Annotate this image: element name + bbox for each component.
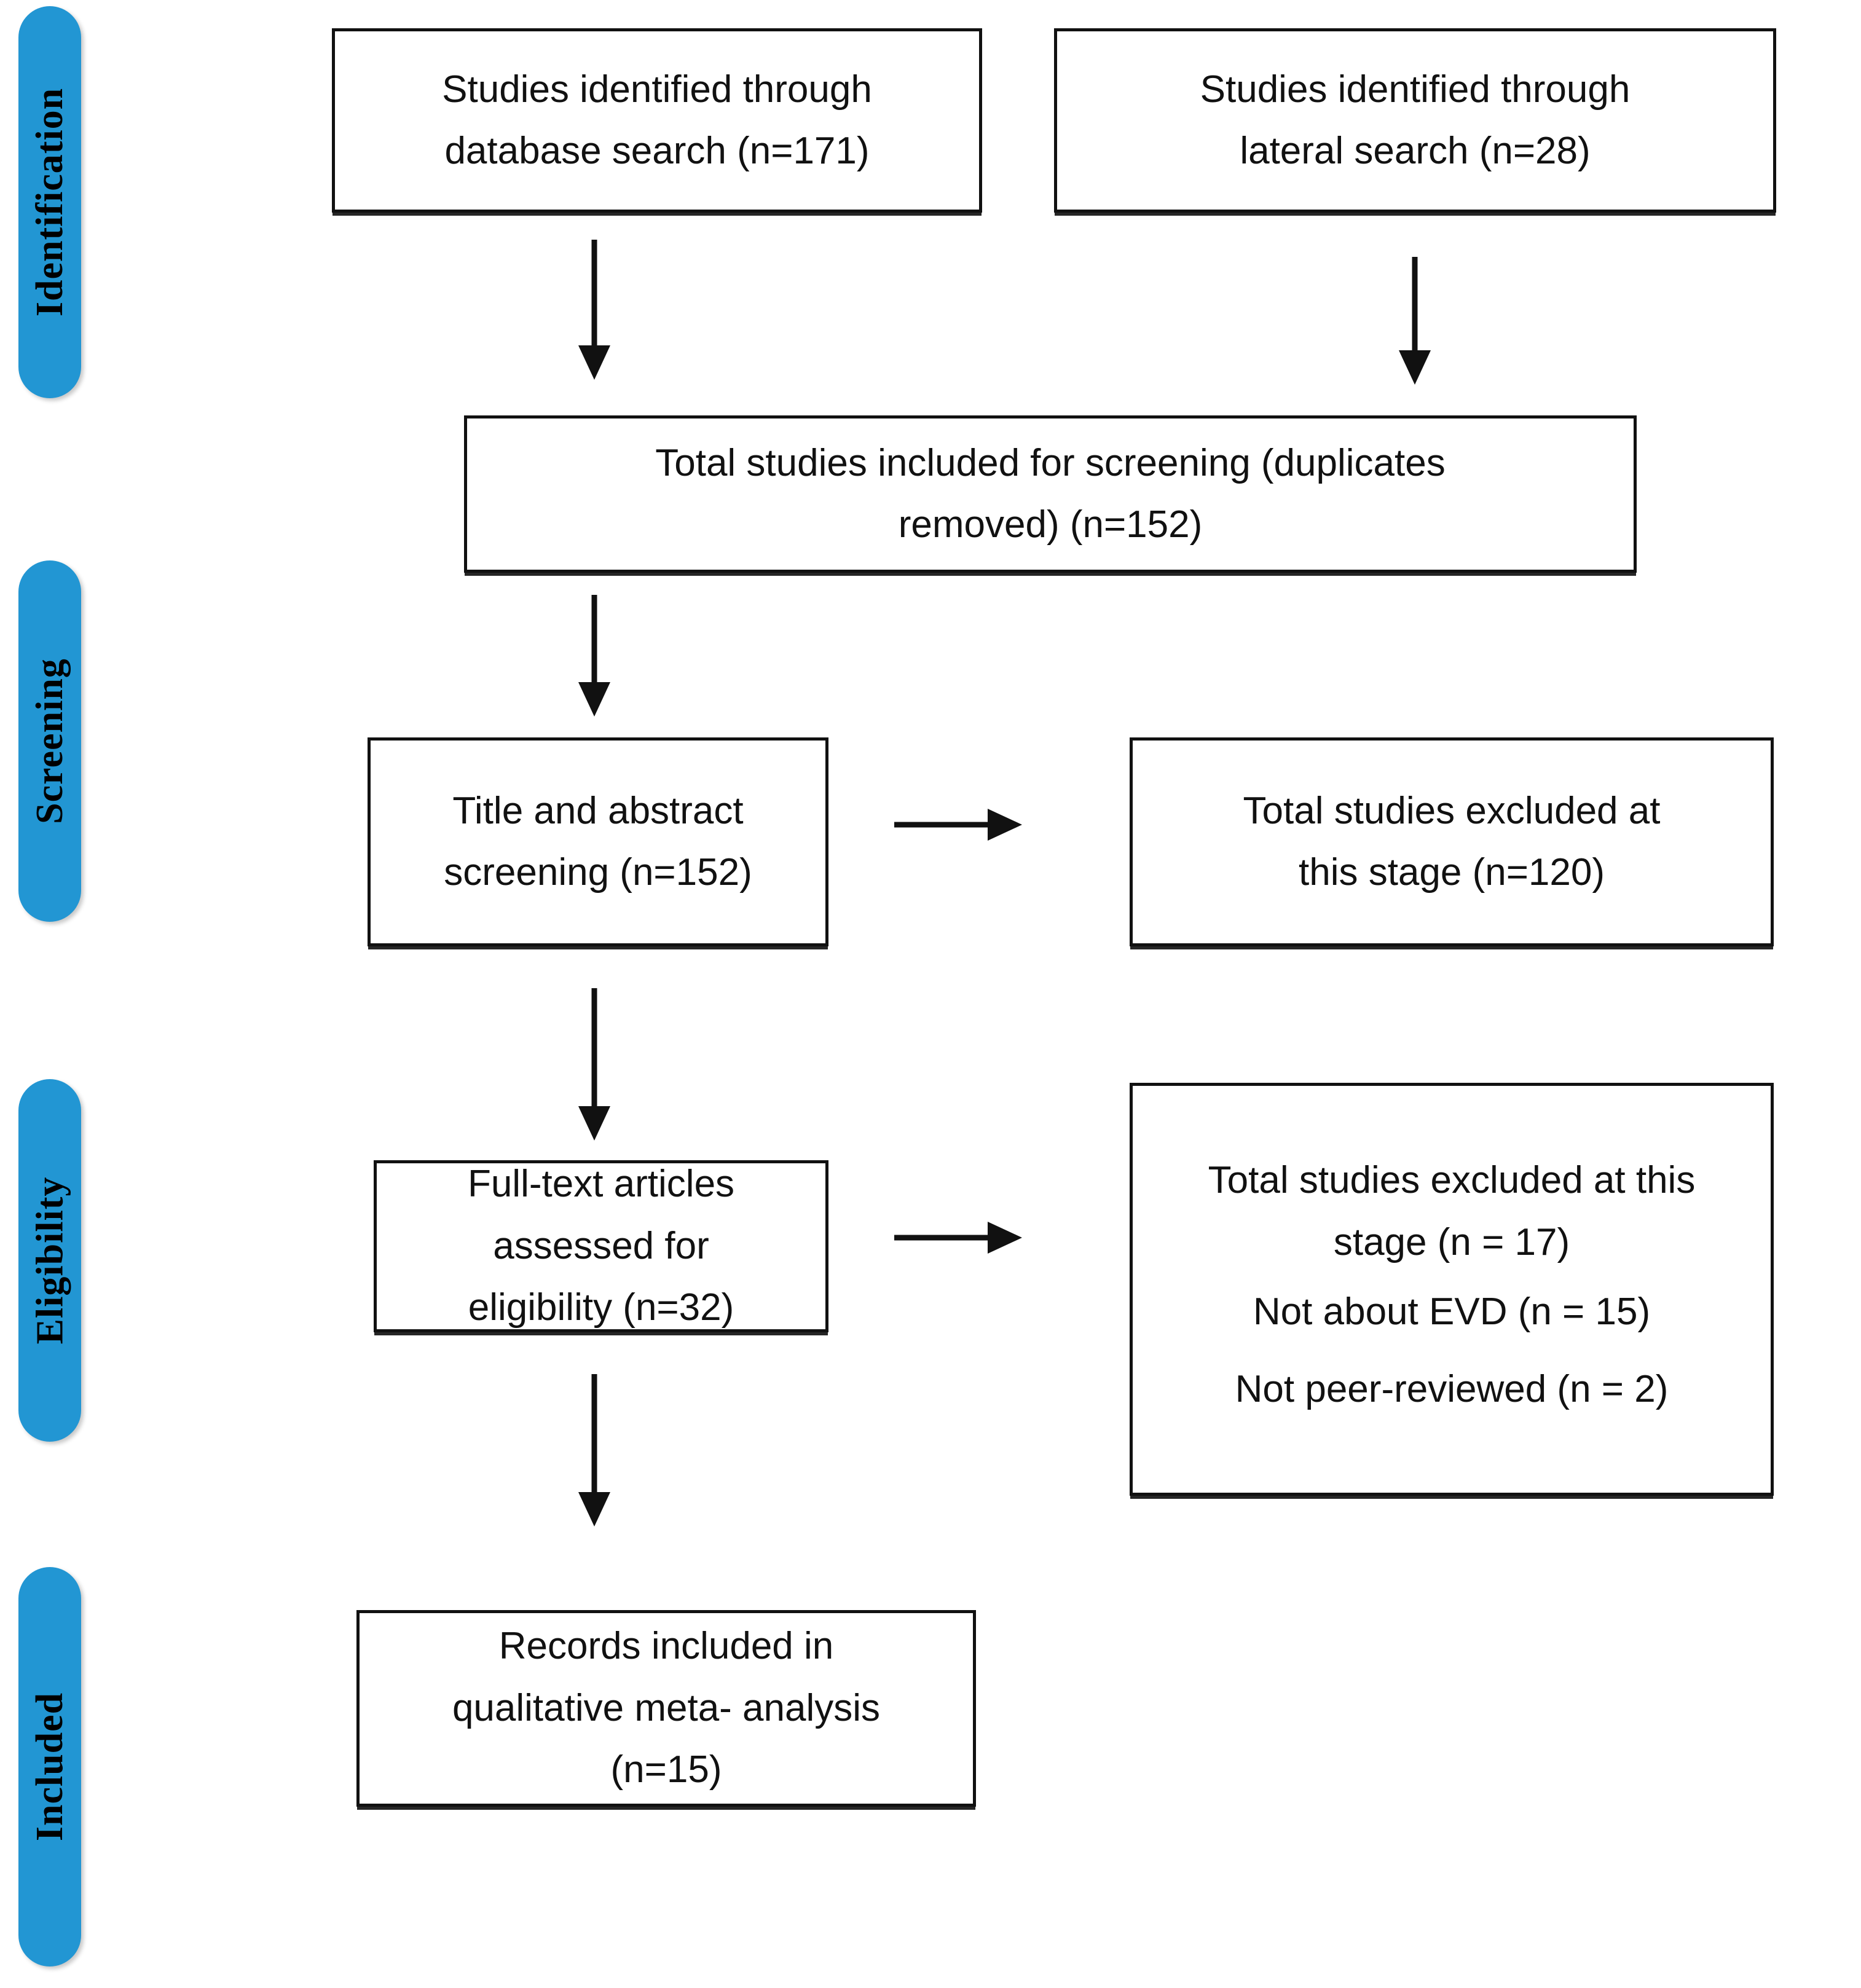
box-lateral-search-line-2: lateral search (n=28) [1240,130,1591,172]
box-records-included: Records included in qualitative meta- an… [356,1610,976,1807]
box-total-screening: Total studies included for screening (du… [464,415,1637,573]
box-title-abstract-screening: Title and abstract screening (n=152) [368,737,828,946]
arrow-title-to-fulltext [575,988,614,1142]
stage-bar-identification: Identification [18,6,81,398]
arrow-lateral-to-total [1395,257,1434,386]
box-fulltext-eligibility: Full-text articles assessed for eligibil… [374,1160,828,1332]
box-lateral-search-line-1: Studies identified through [1200,68,1631,111]
stage-label-identification: Identification [29,87,71,317]
box-excluded-eligibility-line-4: Not peer-reviewed (n = 2) [1235,1368,1669,1411]
box-title-abstract-line-2: screening (n=152) [444,851,752,894]
stage-bar-included: Included [18,1567,81,1966]
stage-bar-eligibility: Eligibility [18,1079,81,1442]
box-title-abstract-line-1: Title and abstract [452,789,744,832]
box-excluded-eligibility: Total studies excluded at this stage (n … [1130,1083,1774,1496]
box-database-search: Studies identified through database sear… [332,28,982,213]
arrow-total-to-title [575,595,614,718]
box-excluded-eligibility-line-1: Total studies excluded at this [1208,1159,1696,1202]
box-fulltext-line-2: assessed for [493,1224,709,1267]
box-excluded-screening-line-1: Total studies excluded at [1243,789,1661,832]
box-fulltext-line-3: eligibility (n=32) [468,1286,734,1329]
box-fulltext-line-1: Full-text articles [467,1163,735,1206]
box-records-included-line-2: qualitative meta- analysis [452,1686,881,1729]
box-records-included-line-1: Records included in [498,1625,834,1668]
arrow-fulltext-to-excluded [894,1218,1023,1257]
arrow-title-to-excluded [894,805,1023,844]
stage-bar-screening: Screening [18,560,81,922]
box-total-screening-line-2: removed) (n=152) [898,503,1203,546]
stage-label-included: Included [29,1692,71,1842]
box-total-screening-line-1: Total studies included for screening (du… [655,441,1446,484]
arrow-fulltext-to-included [575,1374,614,1528]
box-excluded-screening-line-2: this stage (n=120) [1298,851,1605,894]
box-lateral-search: Studies identified through lateral searc… [1054,28,1776,213]
box-database-search-line-2: database search (n=171) [444,130,870,172]
box-excluded-eligibility-line-2: stage (n = 17) [1333,1220,1570,1263]
arrow-database-to-total [575,240,614,381]
box-excluded-screening: Total studies excluded at this stage (n=… [1130,737,1774,946]
box-records-included-line-3: (n=15) [610,1748,722,1791]
stage-label-screening: Screening [29,658,71,824]
stage-label-eligibility: Eligibility [29,1176,71,1345]
box-excluded-eligibility-line-3: Not about EVD (n = 15) [1253,1291,1651,1334]
box-database-search-line-1: Studies identified through [442,68,872,111]
